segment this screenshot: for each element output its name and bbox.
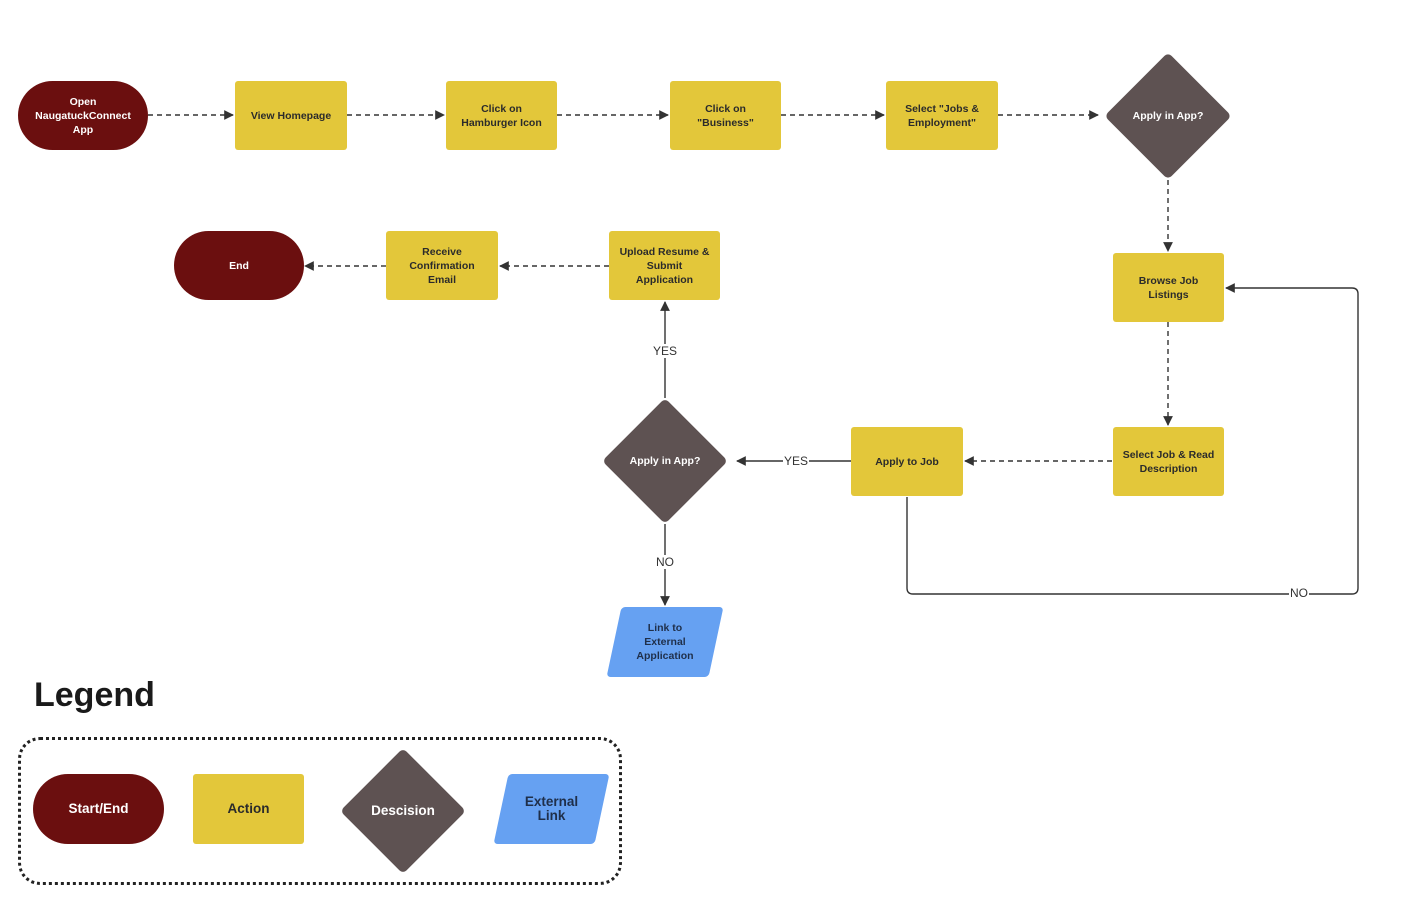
node-external-link: Link to External Application xyxy=(606,607,724,677)
node-open-app: Open NaugatuckConnect App xyxy=(18,81,148,150)
node-click-hamburger: Click on Hamburger Icon xyxy=(446,81,557,150)
edge-label-yes-decision: YES xyxy=(782,454,810,468)
decision-label: Apply in App? xyxy=(1132,109,1204,122)
decision-label: Apply in App? xyxy=(629,455,701,467)
node-apply-in-app-mid: Apply in App? xyxy=(597,398,733,524)
edge-label-yes-upload: YES xyxy=(651,344,679,358)
node-apply-in-app-top: Apply in App? xyxy=(1100,51,1236,180)
edge-label-no-external: NO xyxy=(655,555,675,569)
node-view-homepage: View Homepage xyxy=(235,81,347,150)
legend-decision-label: Descision xyxy=(371,802,435,818)
node-apply-to-job: Apply to Job xyxy=(851,427,963,496)
node-end: End xyxy=(174,231,304,300)
external-link-label: Link to External Application xyxy=(636,622,694,662)
node-upload-resume: Upload Resume & Submit Application xyxy=(609,231,720,300)
legend-start-end: Start/End xyxy=(33,774,164,844)
legend-decision: Descision xyxy=(336,747,470,874)
legend-action: Action xyxy=(193,774,304,844)
node-select-job: Select Job & Read Description xyxy=(1113,427,1224,496)
node-click-business: Click on "Business" xyxy=(670,81,781,150)
edge-label-no-loop: NO xyxy=(1289,586,1309,600)
legend-title: Legend xyxy=(34,676,155,714)
legend-box xyxy=(18,737,622,885)
legend-external-link: External Link xyxy=(493,774,610,844)
edge-no-loop xyxy=(906,283,1359,595)
legend-external-link-label: External Link xyxy=(524,794,579,823)
node-receive-email: Receive Confirmation Email xyxy=(386,231,498,300)
node-browse-jobs: Browse Job Listings xyxy=(1113,253,1224,322)
node-select-jobs: Select "Jobs & Employment" xyxy=(886,81,998,150)
